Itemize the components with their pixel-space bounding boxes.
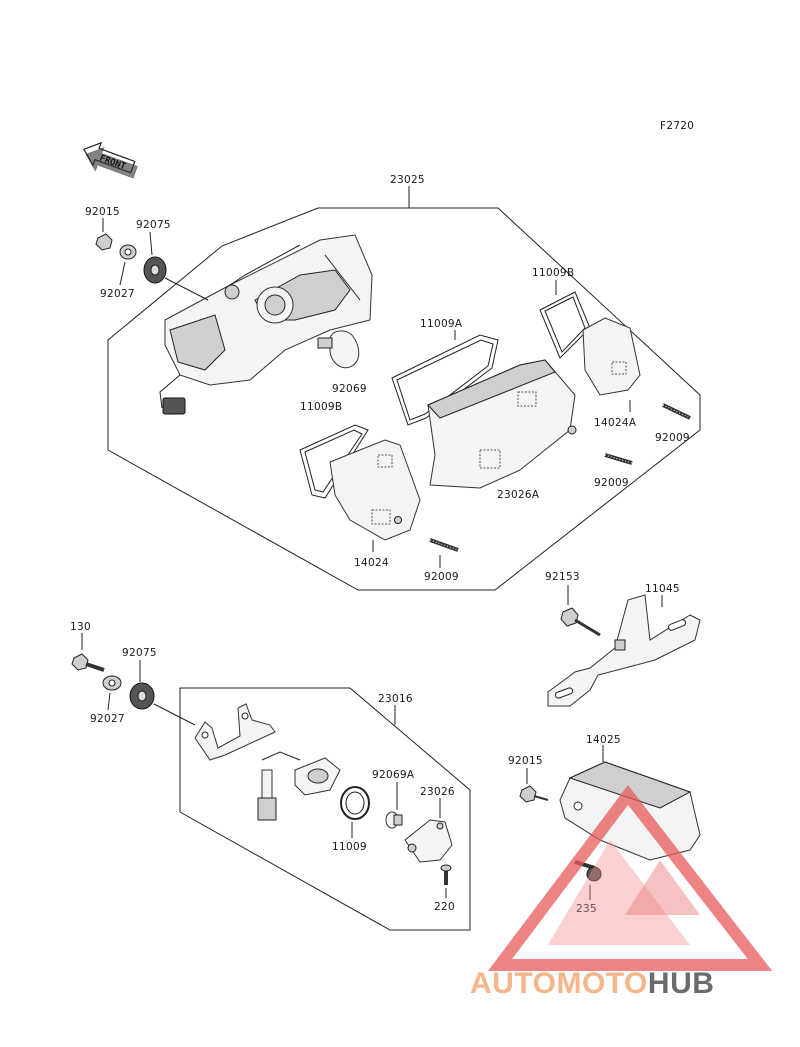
screw-220 — [440, 864, 452, 885]
label-92069A: 92069A — [372, 769, 415, 781]
label-23026: 23026 — [420, 786, 455, 798]
tail-light-housing — [159, 234, 373, 415]
watermark-text: AUTOMOTOHUB — [470, 967, 714, 1000]
label-235: 235 — [576, 903, 597, 915]
screw-92009-mid — [604, 453, 633, 465]
label-11009B-left: 11009B — [300, 401, 342, 413]
bracket-11045 — [547, 594, 701, 707]
assembly-23016: 23016 — [179, 687, 471, 931]
screw-92009-bottom — [429, 538, 459, 552]
label-92009-mid: 92009 — [594, 477, 629, 489]
cover-14025 — [559, 761, 701, 861]
label-11009B-right: 11009B — [532, 267, 574, 279]
label-92027-bottom: 92027 — [90, 713, 125, 725]
label-92009-bottom: 92009 — [424, 571, 459, 583]
label-23016: 23016 — [378, 693, 413, 705]
bulb-92069 — [317, 330, 360, 369]
label-92069: 92069 — [332, 383, 367, 395]
label-92153: 92153 — [545, 571, 580, 583]
screw-92009-right — [662, 403, 691, 420]
collar-92027-top — [119, 244, 137, 260]
watermark-triangle-inner — [548, 840, 690, 945]
label-92027-top: 92027 — [100, 288, 135, 300]
label-14024A: 14024A — [594, 417, 637, 429]
label-92075-top: 92075 — [136, 219, 171, 231]
label-14024: 14024 — [354, 557, 389, 569]
assembly-23025: 23025 92069 11009B 11009A — [107, 174, 701, 591]
label-23026A: 23026A — [497, 489, 540, 501]
label-130: 130 — [70, 621, 91, 633]
label-92009-right: 92009 — [655, 432, 690, 444]
lens-23026 — [404, 819, 453, 863]
lens-14024A — [582, 317, 641, 396]
label-11009A: 11009A — [420, 318, 463, 330]
collar-92027-bottom — [102, 675, 122, 691]
gasket-11009B-right — [539, 291, 591, 359]
label-23025: 23025 — [390, 174, 425, 186]
grommet-92075-top — [143, 256, 167, 284]
gasket-11009 — [340, 786, 370, 820]
label-92015-bottom: 92015 — [508, 755, 543, 767]
bolt-92153 — [560, 607, 601, 637]
bolt-130 — [71, 653, 105, 672]
grommet-92075-bottom — [129, 682, 155, 710]
nut-92015-top — [95, 233, 113, 251]
label-92015-top: 92015 — [85, 206, 120, 218]
front-arrow-icon: FRONT — [83, 141, 138, 179]
label-11009: 11009 — [332, 841, 367, 853]
label-14025: 14025 — [586, 734, 621, 746]
watermark-text-part2: HUB — [648, 967, 715, 1000]
watermark-logo — [487, 785, 773, 971]
bulb-92069A — [385, 811, 403, 829]
watermark-triangle-small — [625, 860, 700, 915]
label-220: 220 — [434, 901, 455, 913]
label-92075-bottom: 92075 — [122, 647, 157, 659]
label-11045: 11045 — [645, 583, 680, 595]
nut-92015-bottom — [519, 785, 549, 803]
watermark-text-part1: AUTOMOTO — [470, 967, 648, 1000]
figure-code: F2720 — [660, 120, 694, 132]
gasket-11009A — [391, 334, 499, 426]
lens-14024 — [329, 439, 421, 541]
lens-23026A — [427, 359, 577, 489]
watermark-triangle-outer — [487, 785, 773, 971]
